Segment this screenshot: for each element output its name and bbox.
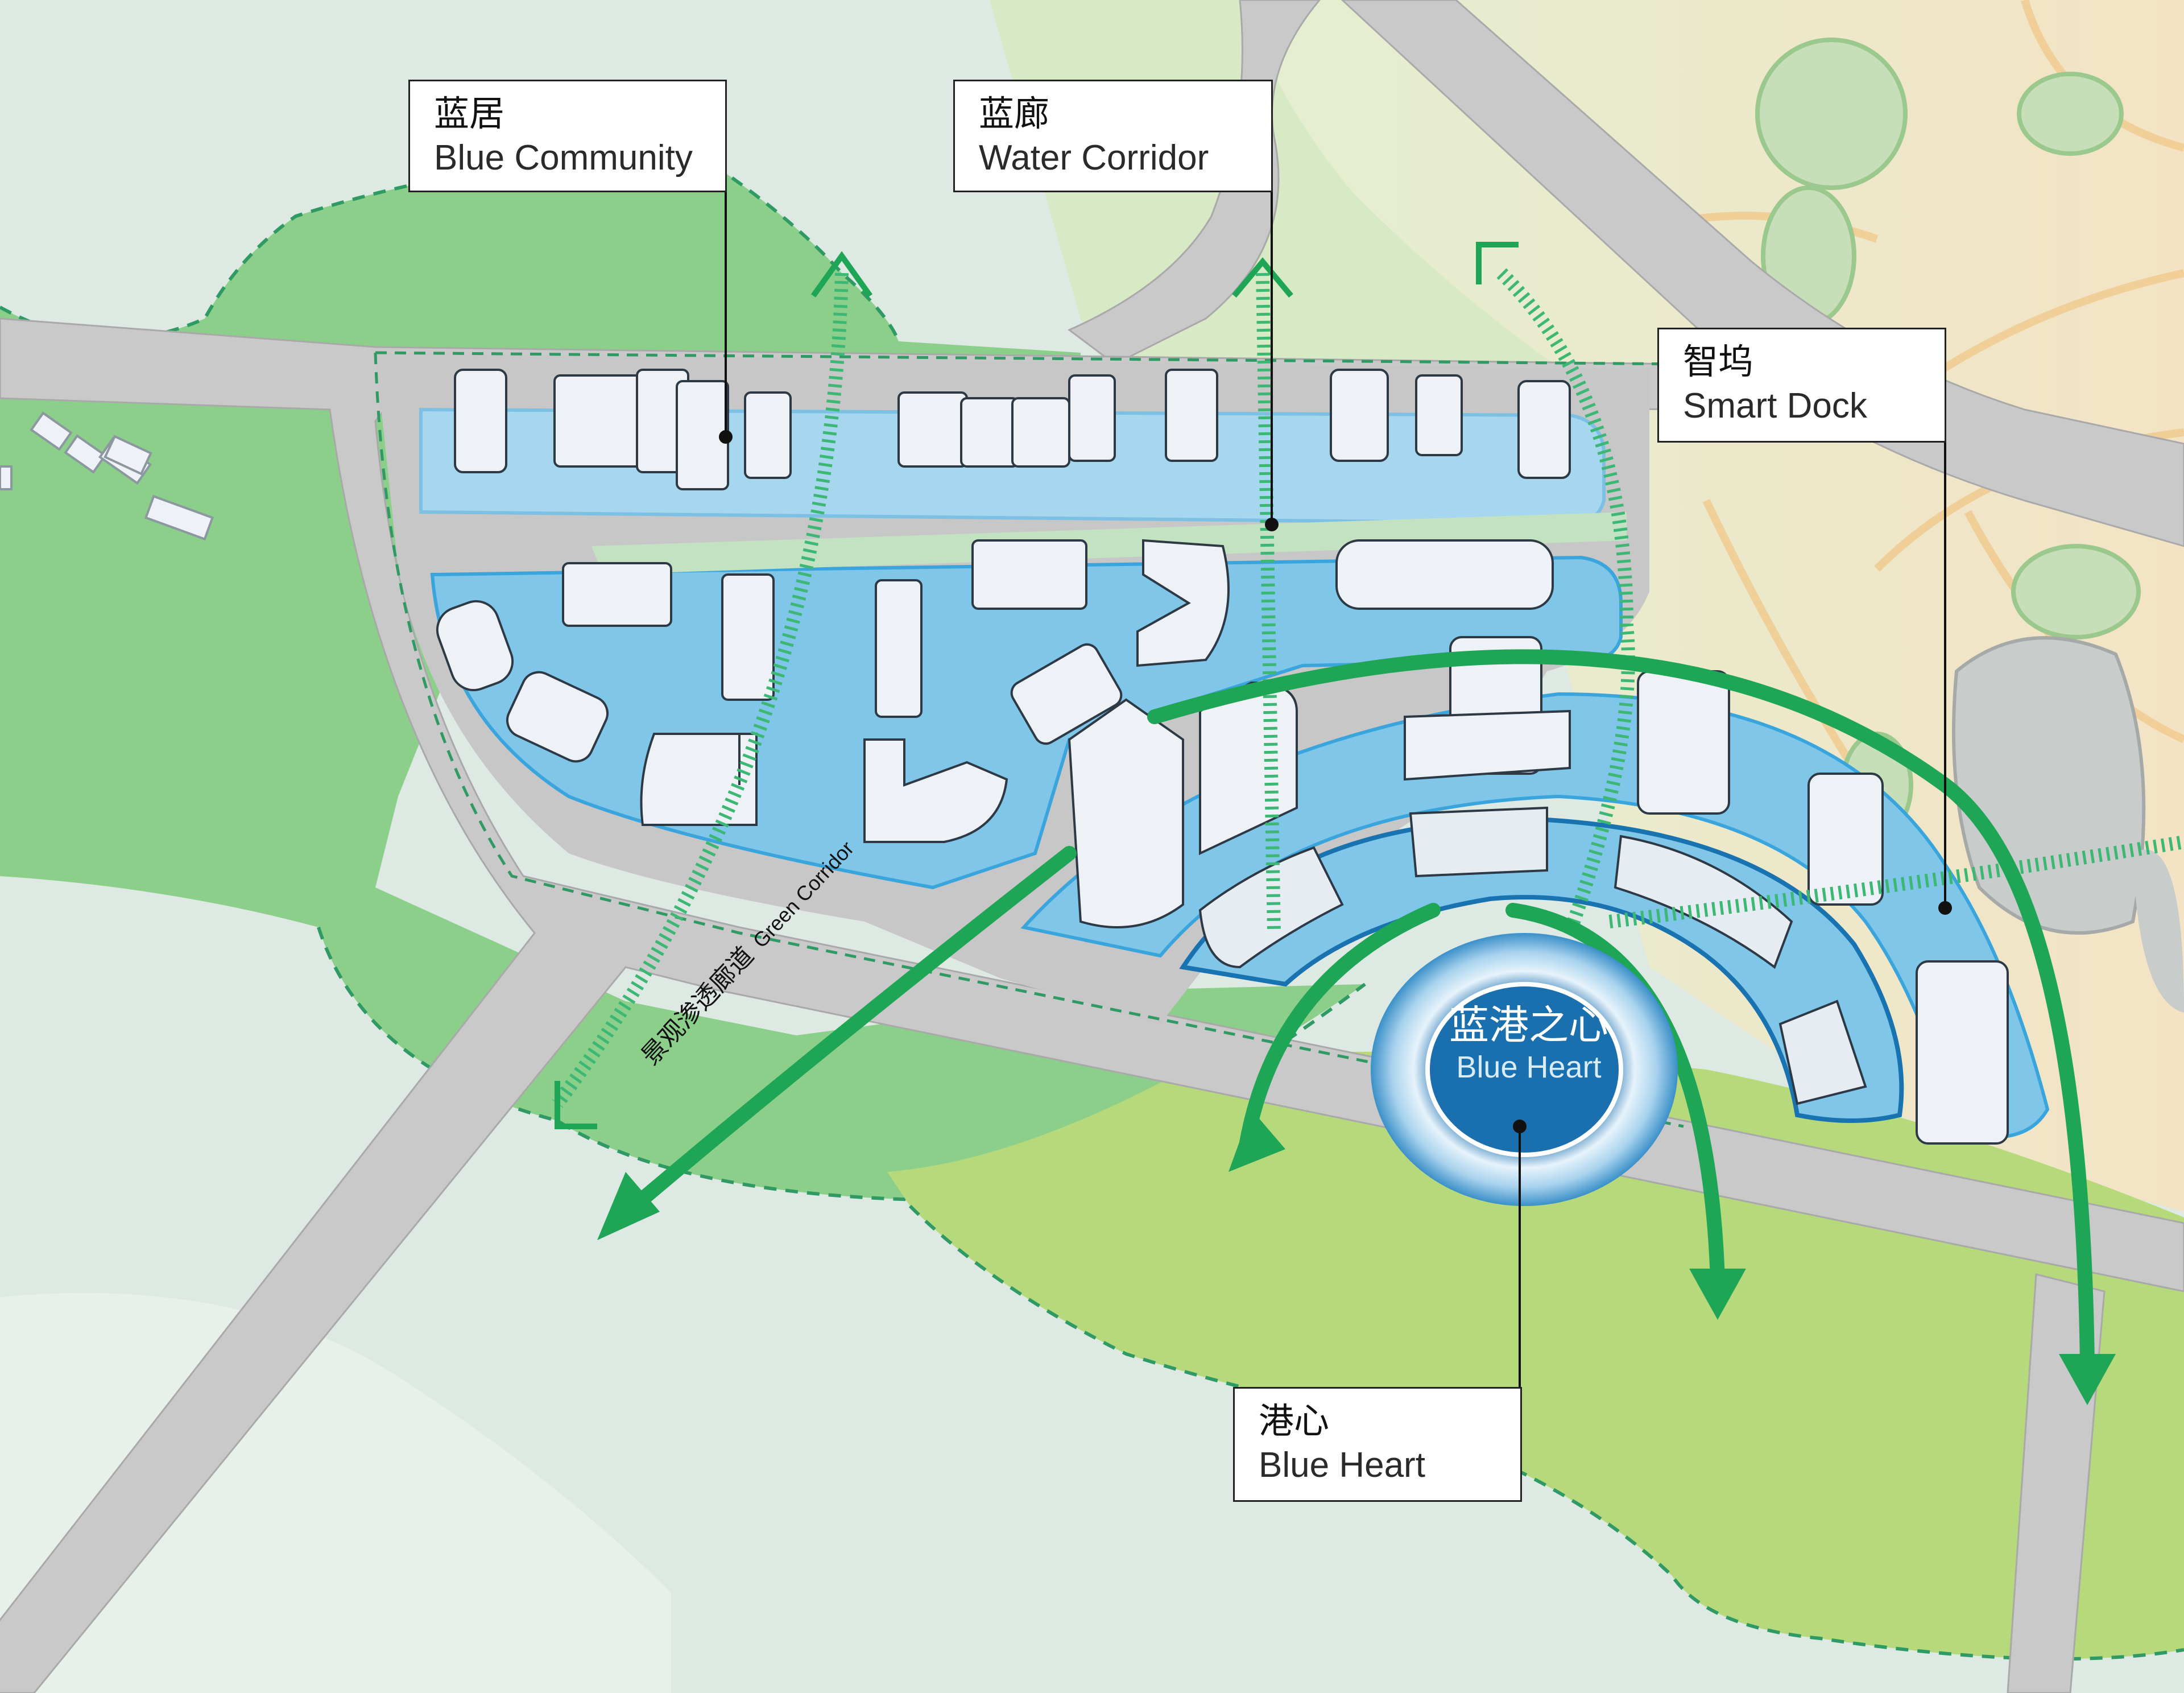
blue-heart-label: 蓝港之心 Blue Heart <box>1432 1001 1625 1085</box>
urban-dark-plot-2 <box>2133 849 2184 1013</box>
callout-title-zh: 蓝廊 <box>979 93 1050 134</box>
buildings-towers <box>1068 636 2009 1145</box>
callout-title-zh: 港心 <box>1259 1400 1330 1442</box>
west-small-buildings <box>0 411 214 541</box>
blue-heart-circle <box>1371 933 1678 1206</box>
callout-title-en: Smart Dock <box>1683 386 1867 426</box>
blue-heart-label-zh: 蓝港之心 <box>1449 1002 1608 1048</box>
callout-dots <box>719 430 1952 1133</box>
urban-dark-plot <box>1952 636 2146 935</box>
site-boundary <box>374 352 1684 1128</box>
buildings-ring <box>1198 806 1867 1105</box>
buildings-water-corridor <box>436 539 1554 843</box>
hatch-corridors <box>552 268 2184 1108</box>
blue-heart-label-en: Blue Heart <box>1456 1050 1602 1084</box>
callout-water-corridor: 蓝廊 Water Corridor <box>953 80 1273 192</box>
callout-blue-community: 蓝居 Blue Community <box>408 80 727 192</box>
callout-title-en: Water Corridor <box>979 138 1209 177</box>
callout-title-en: Blue Community <box>434 138 693 177</box>
callout-title-en: Blue Heart <box>1259 1446 1425 1485</box>
callout-blue-heart: 港心 Blue Heart <box>1233 1387 1522 1502</box>
callout-leaders <box>725 192 1946 1502</box>
callout-title-zh: 智坞 <box>1683 341 1754 382</box>
buildings-blue-community <box>454 369 1571 490</box>
green-zone-south-east-border <box>908 1204 2184 1661</box>
hatch-arrowheads <box>555 242 1519 1129</box>
callout-smart-dock: 智坞 Smart Dock <box>1657 328 1946 443</box>
water-light-patch <box>0 1293 671 1693</box>
green-corridor-strip <box>592 512 1627 575</box>
green-arrowheads <box>597 1109 2116 1405</box>
callout-title-zh: 蓝居 <box>434 93 505 134</box>
site-boundary-east <box>375 351 1684 366</box>
